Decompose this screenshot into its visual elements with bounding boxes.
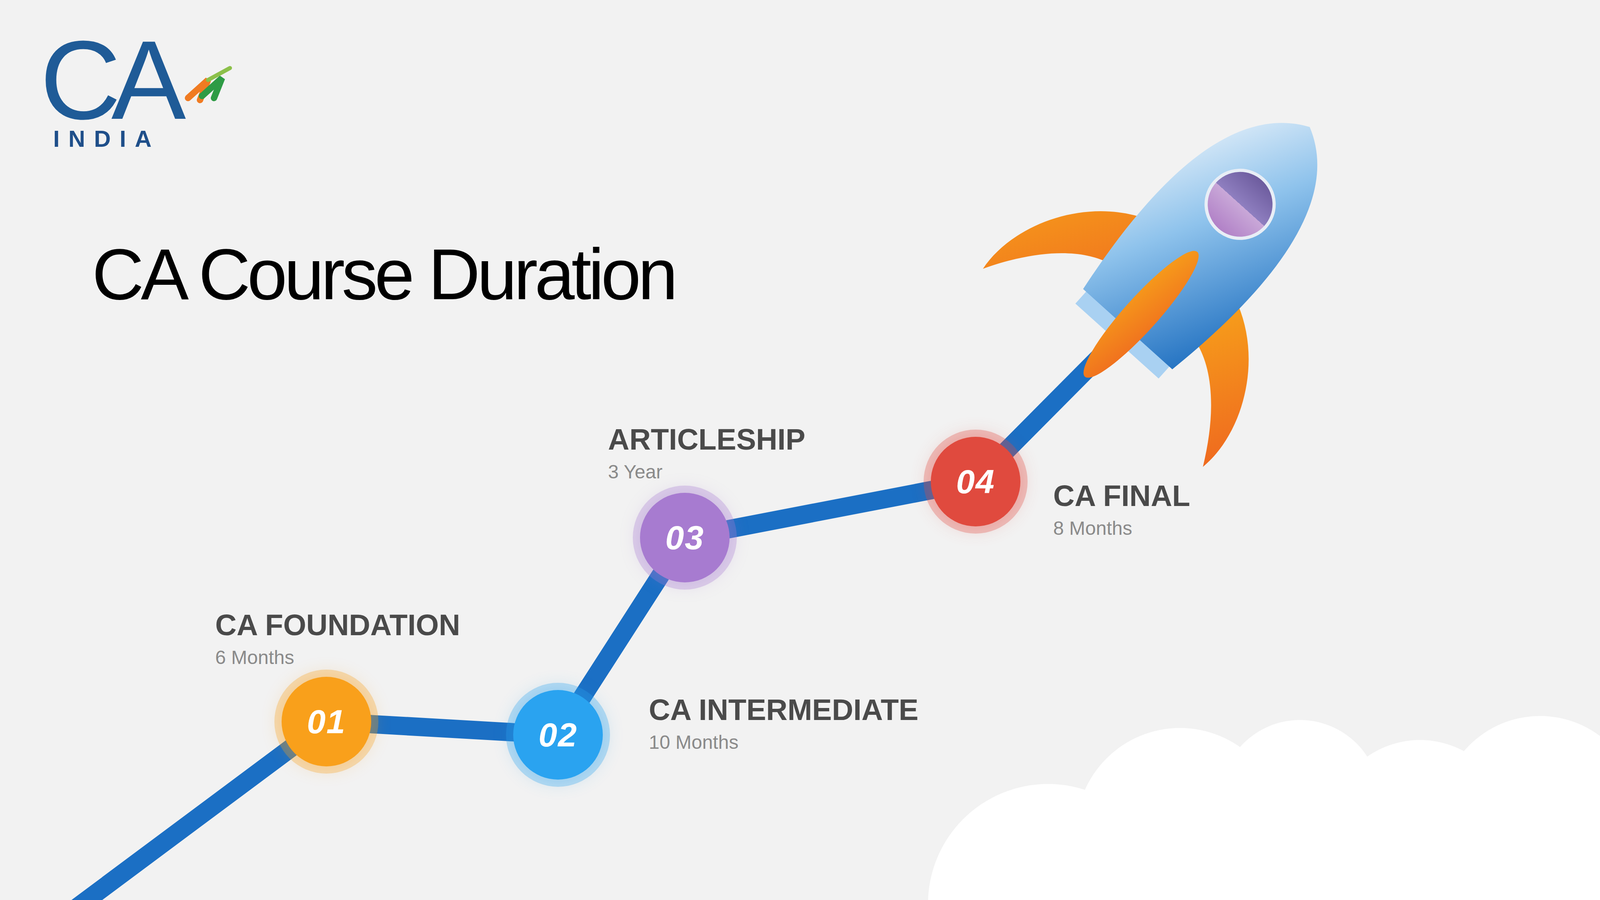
step-number: 02 bbox=[538, 718, 578, 752]
step-label-group: ARTICLESHIP 3 Year bbox=[608, 424, 806, 482]
step-circle: 01CA FOUNDATION6 Months bbox=[281, 676, 372, 767]
diagram-title: CA Course Duration bbox=[92, 238, 675, 311]
path-connector bbox=[728, 490, 932, 530]
step-number: 01 bbox=[306, 704, 346, 739]
step-label-group: CA FINAL 8 Months bbox=[1053, 481, 1191, 538]
step-title: CA FOUNDATION bbox=[215, 610, 461, 640]
step-title: ARTICLESHIP bbox=[608, 424, 806, 455]
step-label-group: CA INTERMEDIATE 10 Months bbox=[648, 695, 919, 752]
logo-arrows bbox=[188, 68, 230, 100]
step-duration: 3 Year bbox=[608, 462, 806, 482]
step-title: CA INTERMEDIATE bbox=[648, 695, 919, 725]
step-title: CA FINAL bbox=[1053, 481, 1191, 511]
step-number: 03 bbox=[665, 520, 704, 555]
path-connector bbox=[582, 575, 661, 698]
logo-letters: CA bbox=[40, 24, 177, 136]
step-label-group: CA FOUNDATION 6 Months bbox=[215, 610, 461, 668]
step-circle: 04CA FINAL8 Months bbox=[930, 436, 1021, 527]
path-connector bbox=[371, 724, 514, 732]
step-number: 04 bbox=[956, 464, 995, 499]
step-circle: 03ARTICLESHIP3 Year bbox=[640, 492, 730, 583]
path-start bbox=[60, 721, 327, 900]
rocket bbox=[974, 27, 1421, 477]
cloud bbox=[928, 716, 1600, 900]
logo-country: INDIA bbox=[53, 127, 161, 151]
step-duration: 8 Months bbox=[1053, 518, 1191, 538]
step-circle: 02CA INTERMEDIATE10 Months bbox=[513, 690, 603, 780]
step-duration: 6 Months bbox=[215, 648, 461, 668]
step-duration: 10 Months bbox=[648, 732, 919, 752]
